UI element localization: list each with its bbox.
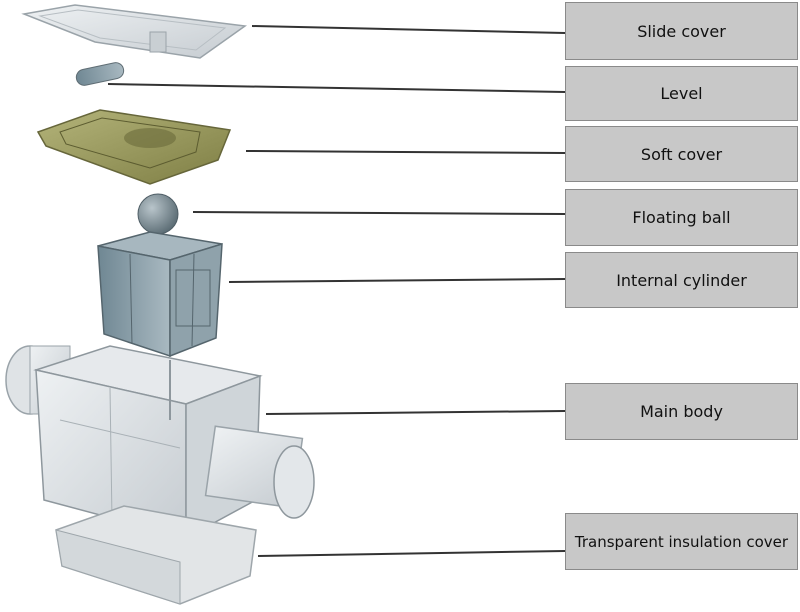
main-body-part xyxy=(5,345,315,540)
label-slide-cover: Slide cover xyxy=(565,2,798,60)
leader-line-slide-cover xyxy=(251,25,566,34)
leader-line-transparent-insulation-cover xyxy=(257,550,566,557)
slide-cover-part xyxy=(21,4,248,59)
leader-line-main-body xyxy=(265,410,566,415)
label-main-body: Main body xyxy=(565,383,798,440)
label-level: Level xyxy=(565,66,798,121)
transparent-insulation-cover-part xyxy=(55,505,257,605)
label-level-text: Level xyxy=(660,84,703,103)
label-soft-cover: Soft cover xyxy=(565,126,798,182)
label-internal-cylinder-text: Internal cylinder xyxy=(616,270,747,290)
label-slide-cover-text: Slide cover xyxy=(637,21,726,41)
label-internal-cylinder: Internal cylinder xyxy=(565,252,798,308)
label-transparent-insulation-cover-text: Transparent insulation cover xyxy=(574,532,789,551)
level-part xyxy=(75,62,125,86)
soft-cover-part xyxy=(36,109,232,185)
leader-lines xyxy=(107,25,566,557)
label-main-body-text: Main body xyxy=(640,402,723,421)
leader-line-internal-cylinder xyxy=(228,278,566,283)
internal-cylinder-part xyxy=(97,231,223,358)
label-soft-cover-text: Soft cover xyxy=(640,144,723,164)
leader-line-floating-ball xyxy=(192,211,566,215)
label-floating-ball-text: Floating ball xyxy=(632,208,731,227)
leader-line-soft-cover xyxy=(245,150,566,154)
label-floating-ball: Floating ball xyxy=(565,189,798,246)
label-transparent-insulation-cover: Transparent insulation cover xyxy=(565,513,798,570)
leader-line-level xyxy=(107,83,566,93)
